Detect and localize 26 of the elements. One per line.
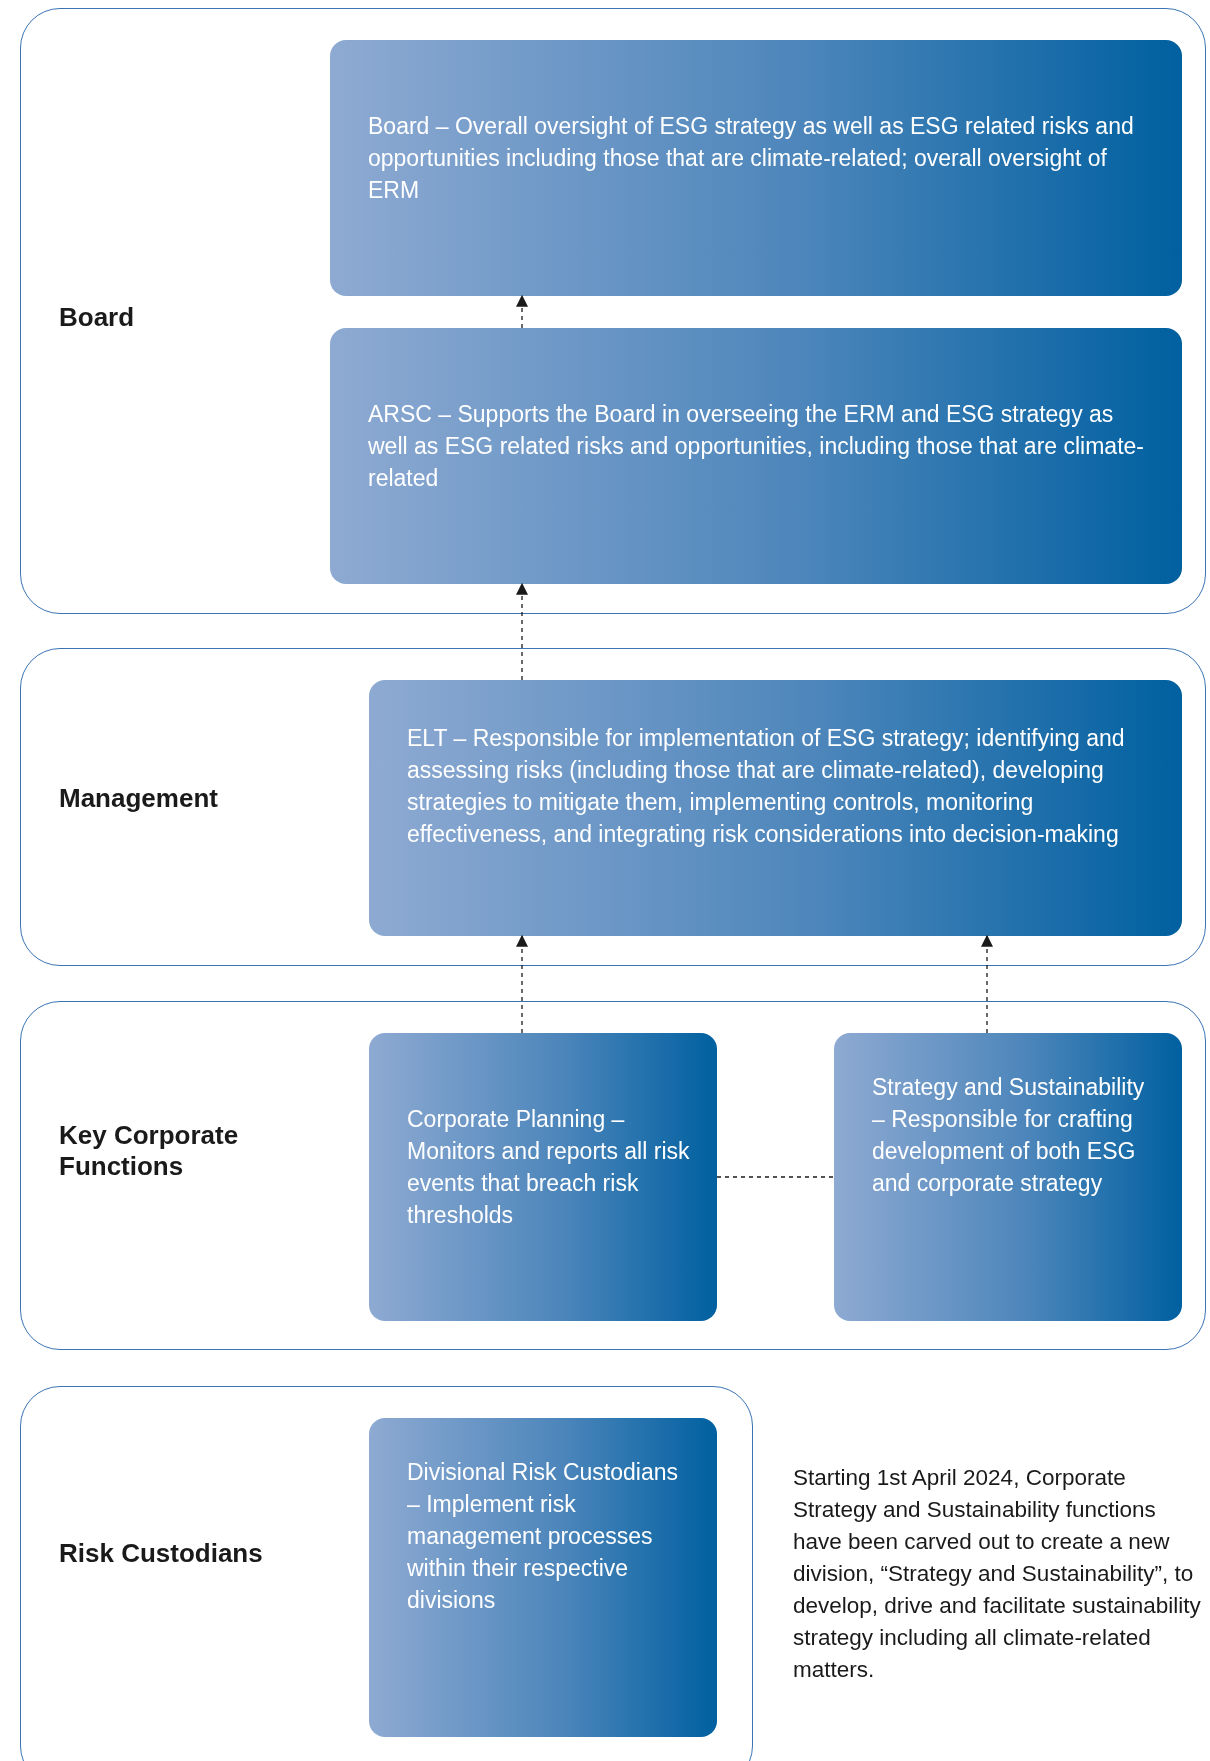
section-panel bbox=[20, 1386, 753, 1761]
process-box bbox=[330, 328, 1182, 584]
section-heading: Management bbox=[59, 783, 219, 814]
section-panel bbox=[20, 8, 1206, 614]
arrow bbox=[516, 294, 528, 329]
box-text: Board – Overall oversight of ESG strategy as well as ESG related risks and opportunities including those that are climate-related; overall oversight of ERM bbox=[368, 112, 1135, 205]
process-box bbox=[369, 680, 1182, 936]
connector-line bbox=[716, 1176, 835, 1178]
box-text: Divisional Risk Custodians – Implement risk management processes within their respective divisions bbox=[407, 1458, 679, 1615]
section-panel bbox=[20, 1001, 1206, 1350]
process-box bbox=[834, 1033, 1182, 1321]
process-box bbox=[369, 1033, 717, 1321]
box-text: Corporate Planning – Monitors and reports all risk events that breach risk thresholds bbox=[407, 1105, 691, 1230]
section-heading: Risk Custodians bbox=[59, 1538, 264, 1569]
note-text: Starting 1st April 2024, Corporate Strategy and Sustainability functions have been carved out to create a new division, “Strategy and Sustainability”, to develop, drive and facilitate sustainability strategy including all climate-related matters. bbox=[793, 1464, 1202, 1684]
process-box bbox=[369, 1418, 717, 1737]
box-text: ARSC – Supports the Board in overseeing the ERM and ESG strategy as well as ESG related risks and opportunities, including those that are climate-related bbox=[368, 400, 1145, 493]
section-heading: Board bbox=[59, 302, 136, 333]
section-panel bbox=[20, 648, 1206, 966]
box-text: Strategy and Sustainability – Responsible for crafting development of both ESG and corporate strategy bbox=[872, 1073, 1146, 1198]
section-heading: Key Corporate Functions bbox=[59, 1120, 240, 1182]
arrow bbox=[516, 582, 528, 681]
process-box bbox=[330, 40, 1182, 296]
arrow bbox=[516, 934, 528, 1034]
box-text: ELT – Responsible for implementation of ESG strategy; identifying and assessing risks (including those that are climate-related), developing strategies to mitigate them, implementing controls, monitoring effectiveness, and integrating risk considerations into decision-making bbox=[407, 724, 1126, 849]
arrow bbox=[981, 934, 993, 1034]
